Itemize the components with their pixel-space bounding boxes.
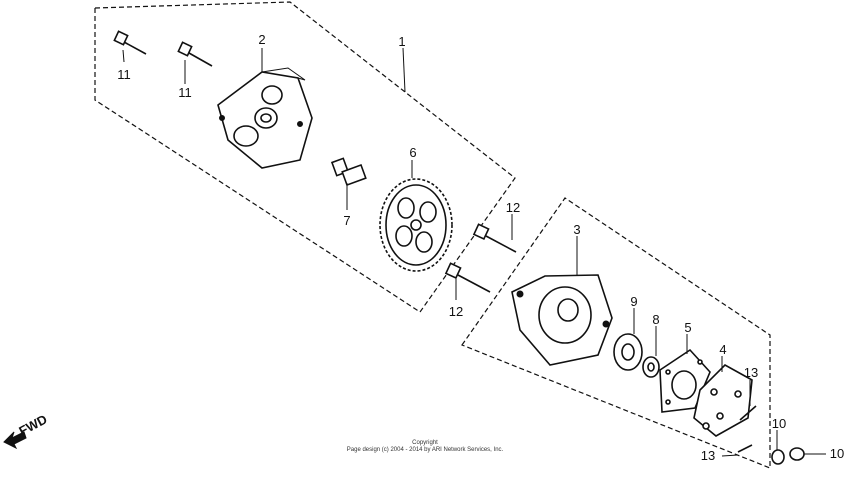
callout-8[interactable]: 8 [652,312,659,327]
callout-9[interactable]: 9 [630,294,637,309]
gasket-part-5[interactable] [659,348,711,413]
assembly-1-outline [94,1,516,313]
shaft-part-7[interactable] [330,157,367,187]
assembly-3-outline [461,197,771,469]
copyright-line-2: Page design (c) 2004 - 2014 by ARI Netwo… [346,447,504,453]
callout-12-upper[interactable]: 12 [506,200,520,215]
bolt-11-right[interactable] [177,41,213,67]
callout-2[interactable]: 2 [258,32,265,47]
pump-plate-part-4[interactable] [693,364,753,437]
driven-gear-part-6[interactable] [379,178,453,272]
pump-body-part-3[interactable] [511,274,613,366]
bolt-12-lower[interactable] [444,262,491,293]
leader-lines [122,47,826,457]
callout-13-lower[interactable]: 13 [701,448,715,463]
callout-7[interactable]: 7 [343,213,350,228]
pump-cover-part-2[interactable] [217,67,313,169]
callout-4[interactable]: 4 [719,342,726,357]
callout-5[interactable]: 5 [684,320,691,335]
inner-rotor-part-9[interactable] [613,333,643,371]
callout-3[interactable]: 3 [573,222,580,237]
callout-6[interactable]: 6 [409,145,416,160]
bolt-13-lower[interactable] [737,444,753,453]
callout-12-lower[interactable]: 12 [449,304,463,319]
callout-10-left[interactable]: 10 [772,416,786,431]
fwd-label: FWD [16,412,49,439]
callout-11-left[interactable]: 11 [117,67,131,82]
rotor-part-8[interactable] [642,356,660,378]
callout-13-upper[interactable]: 13 [744,365,758,380]
callout-10-right[interactable]: 10 [830,446,844,461]
bolt-13-upper[interactable] [739,405,757,421]
bolt-12-upper[interactable] [472,223,517,253]
copyright-line-1: Copyright [412,440,438,446]
bolt-11-left[interactable] [113,30,147,55]
callout-11-right[interactable]: 11 [178,85,192,100]
o-ring-10-left[interactable] [771,449,785,465]
callout-1[interactable]: 1 [398,34,405,49]
